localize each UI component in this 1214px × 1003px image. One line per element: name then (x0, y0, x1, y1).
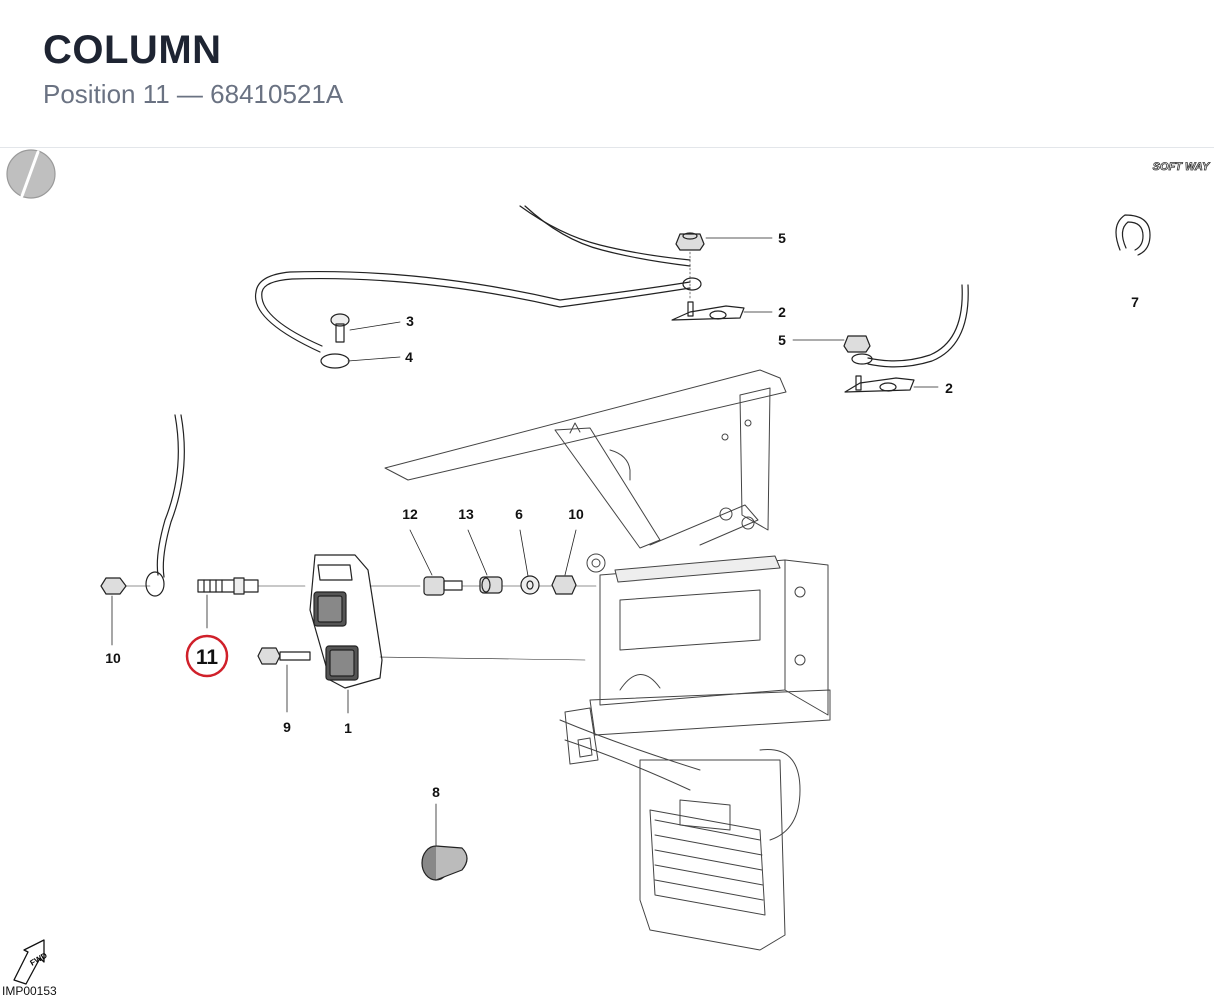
forward-arrow-icon (13, 939, 45, 985)
highlight-circle (185, 634, 229, 678)
bracket-part-2-lower (844, 375, 939, 393)
callout-2-lower: 2 (945, 380, 953, 396)
frame-bracket (384, 369, 787, 549)
drawing-code: IMP00153 (2, 984, 57, 998)
left-cable (145, 414, 185, 597)
bush-part-13 (461, 529, 503, 594)
exploded-parts-diagram: 1 2 2 3 4 5 5 6 7 8 9 10 10 11 12 13 FWD (6, 149, 1151, 985)
brand-logo-text: SOFT WAY (1153, 161, 1211, 173)
bracket-part-2-upper (671, 251, 773, 321)
callout-11-highlighted[interactable]: 11 (196, 646, 219, 669)
control-unit (586, 553, 831, 736)
callout-12: 12 (402, 506, 418, 522)
brand-logo: SOFT WAY (1151, 152, 1211, 180)
callout-1: 1 (344, 720, 352, 736)
bolt-part-9 (257, 647, 311, 713)
callout-4: 4 (405, 349, 413, 365)
washer-part-6 (501, 529, 540, 595)
clip-part-7 (1115, 214, 1151, 256)
callout-3: 3 (406, 313, 414, 329)
damper-bracket-part-1 (309, 554, 586, 714)
nut-part-10-left (100, 577, 151, 646)
page-title: COLUMN (43, 28, 222, 72)
screw-part-3 (330, 313, 401, 343)
plug-part-8 (421, 803, 468, 881)
callout-10-left: 10 (105, 650, 121, 666)
callout-8: 8 (432, 784, 440, 800)
callout-7: 7 (1131, 294, 1139, 310)
manufacturer-badge-icon (6, 149, 56, 199)
nut-part-10-right (538, 529, 597, 595)
ground-cable (254, 205, 702, 369)
callout-5-lower: 5 (778, 332, 786, 348)
stud-part-11 (197, 577, 306, 629)
page-header: COLUMN Position 11 — 68410521A (0, 0, 1214, 148)
callout-2-upper: 2 (778, 304, 786, 320)
ground-cable-right (851, 284, 969, 368)
spacer-part-12 (409, 529, 463, 596)
lug-part-4-leader (347, 356, 401, 362)
nut-part-5-upper (675, 232, 773, 251)
callout-6: 6 (515, 506, 523, 522)
callout-5-upper: 5 (778, 230, 786, 246)
nut-part-5-lower (792, 335, 871, 353)
page-subtitle: Position 11 — 68410521A (43, 79, 344, 109)
callout-10-right: 10 (568, 506, 584, 522)
callout-9: 9 (283, 719, 291, 735)
callout-13: 13 (458, 506, 474, 522)
regulator-assembly (559, 707, 801, 951)
